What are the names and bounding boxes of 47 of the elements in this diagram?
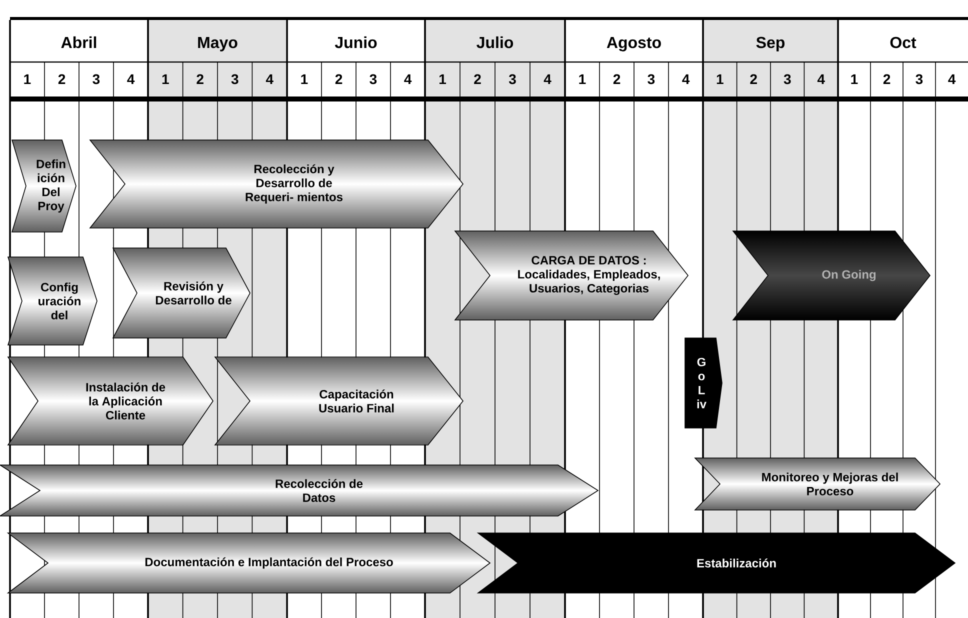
task-bar: On Going — [732, 230, 931, 320]
month-label: Abril — [61, 36, 96, 48]
task-bar: Revisión y Desarrollo de — [112, 248, 250, 338]
week-number: 2 — [750, 74, 757, 84]
task-bar: Recolección de Datos — [0, 464, 599, 516]
week-number: 4 — [948, 74, 956, 84]
week-number: 3 — [916, 74, 923, 84]
month-label: Julio — [476, 36, 514, 48]
task-bar: Recolección y Desarrollo de Requeri- mientos — [89, 140, 464, 228]
week-number: 2 — [58, 74, 66, 84]
week-number: 4 — [266, 74, 274, 84]
week-number: 4 — [127, 74, 135, 84]
task-bar: Instalación de la Aplicación Cliente — [7, 356, 214, 446]
task-bar: Defin ición Del Proy — [11, 140, 76, 232]
task-bar: Documentación e Implantación del Proceso — [6, 532, 491, 594]
week-number: 2 — [613, 74, 620, 84]
task-bar: Monitoreo y Mejoras del Proceso — [694, 458, 941, 510]
week-number: 3 — [508, 74, 516, 84]
week-number: 3 — [784, 74, 791, 84]
month-label: Mayo — [198, 37, 238, 52]
week-number: 4 — [682, 74, 690, 84]
week-number: 1 — [851, 74, 858, 84]
week-number: 3 — [370, 74, 377, 84]
week-number: 3 — [92, 74, 100, 84]
month-label: Junio — [334, 36, 377, 48]
week-number: 1 — [24, 74, 31, 84]
week-number: 4 — [544, 74, 552, 84]
week-number: 3 — [648, 74, 655, 84]
week-number: 4 — [404, 74, 412, 84]
task-bar: Config uración del — [7, 256, 98, 346]
month-label: Oct — [890, 36, 916, 48]
month-label: Agosto — [606, 37, 661, 52]
task-bar: Estabilización — [476, 532, 956, 594]
week-number: 2 — [196, 74, 204, 84]
week-number: 3 — [231, 74, 238, 84]
month-label: Sep — [756, 36, 785, 52]
week-number: 1 — [440, 74, 446, 84]
task-bar: CARGA DE DATOS : Localidades, Empleados, Usuarios, Categorias — [454, 230, 689, 320]
week-number: 2 — [474, 74, 481, 84]
week-number: 1 — [162, 74, 169, 84]
week-number: 2 — [883, 74, 890, 84]
task-bar: G o L iv — [684, 338, 722, 428]
week-number: 1 — [579, 74, 586, 84]
week-number: 2 — [335, 74, 342, 84]
week-number: 1 — [301, 74, 308, 84]
week-number: 4 — [817, 74, 825, 84]
week-number: 1 — [716, 74, 724, 84]
